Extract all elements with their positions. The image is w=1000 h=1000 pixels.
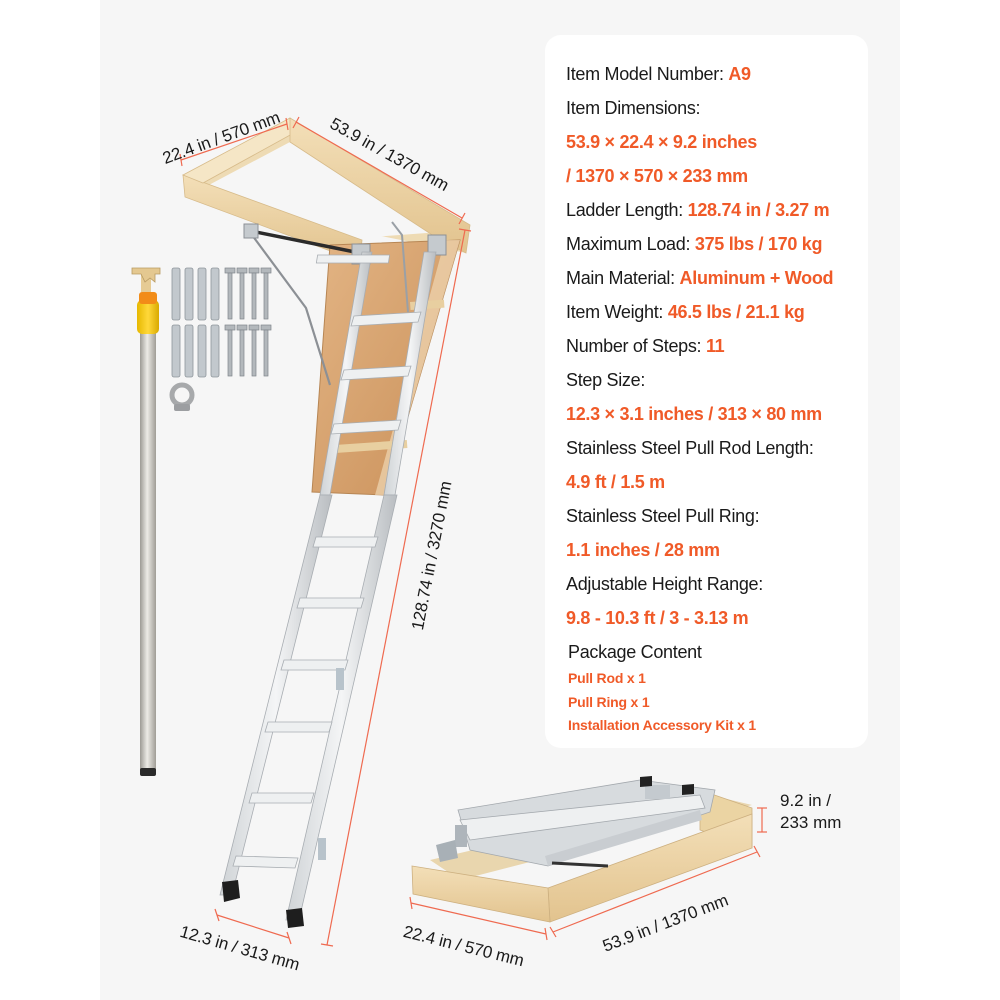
spec-height-range-value: 9.8 - 10.3 ft / 3 - 3.13 m: [566, 608, 749, 628]
ladder-upper-section: [315, 251, 437, 496]
dimension-frame-length: [292, 116, 466, 225]
spec-step-size-label: Step Size:: [566, 370, 646, 390]
package-item: Installation Accessory Kit x 1: [568, 717, 756, 733]
spec-max-load: Maximum Load: 375 lbs / 170 kg: [566, 234, 823, 254]
package-item: Pull Rod x 1: [568, 670, 646, 686]
spec-dimensions-value-2: / 1370 × 570 × 233 mm: [566, 166, 748, 186]
spec-dimensions-value-1: 53.9 × 22.4 × 9.2 inches: [566, 132, 757, 152]
dimension-folded: [409, 807, 767, 941]
hinge-arm: [245, 221, 409, 386]
dimension-frame-width: [179, 117, 289, 167]
spec-model: Item Model Number: A9: [566, 64, 751, 84]
package-content-title: Package Content: [568, 642, 702, 662]
dimension-ladder-length: [320, 228, 472, 947]
expansion-anchors: [171, 267, 220, 378]
spec-pull-ring-label: Stainless Steel Pull Ring:: [566, 506, 760, 526]
spec-ladder-length: Ladder Length: 128.74 in / 3.27 m: [566, 200, 830, 220]
spec-weight: Item Weight: 46.5 lbs / 21.1 kg: [566, 302, 805, 322]
spec-dimensions-label: Item Dimensions:: [566, 98, 701, 118]
eye-ring-nut: [169, 382, 195, 411]
ladder-lower-section: [219, 494, 398, 928]
lag-screws: [224, 267, 272, 377]
package-item: Pull Ring x 1: [568, 693, 650, 710]
pull-rod: [131, 267, 161, 776]
dimension-step-width: [214, 908, 292, 945]
spec-material: Main Material: Aluminum + Wood: [566, 268, 834, 288]
spec-rod-length-label: Stainless Steel Pull Rod Length:: [566, 438, 814, 458]
spec-step-size-value: 12.3 × 3.1 inches / 313 × 80 mm: [566, 404, 822, 424]
spec-height-range-label: Adjustable Height Range:: [566, 574, 763, 594]
folded-ladder-box: [411, 776, 753, 923]
spec-steps: Number of Steps: 11: [566, 336, 725, 356]
ladder-foot-left: [222, 880, 240, 902]
spec-card: Item Model Number: A9 Item Dimensions: 5…: [545, 35, 868, 748]
spec-pull-ring-value: 1.1 inches / 28 mm: [566, 540, 720, 560]
ladder-foot-right: [286, 908, 304, 928]
attic-frame-top: [182, 117, 471, 263]
label-folded-height: 9.2 in / 233 mm: [780, 791, 842, 832]
spec-rod-length-value: 4.9 ft / 1.5 m: [566, 472, 665, 492]
